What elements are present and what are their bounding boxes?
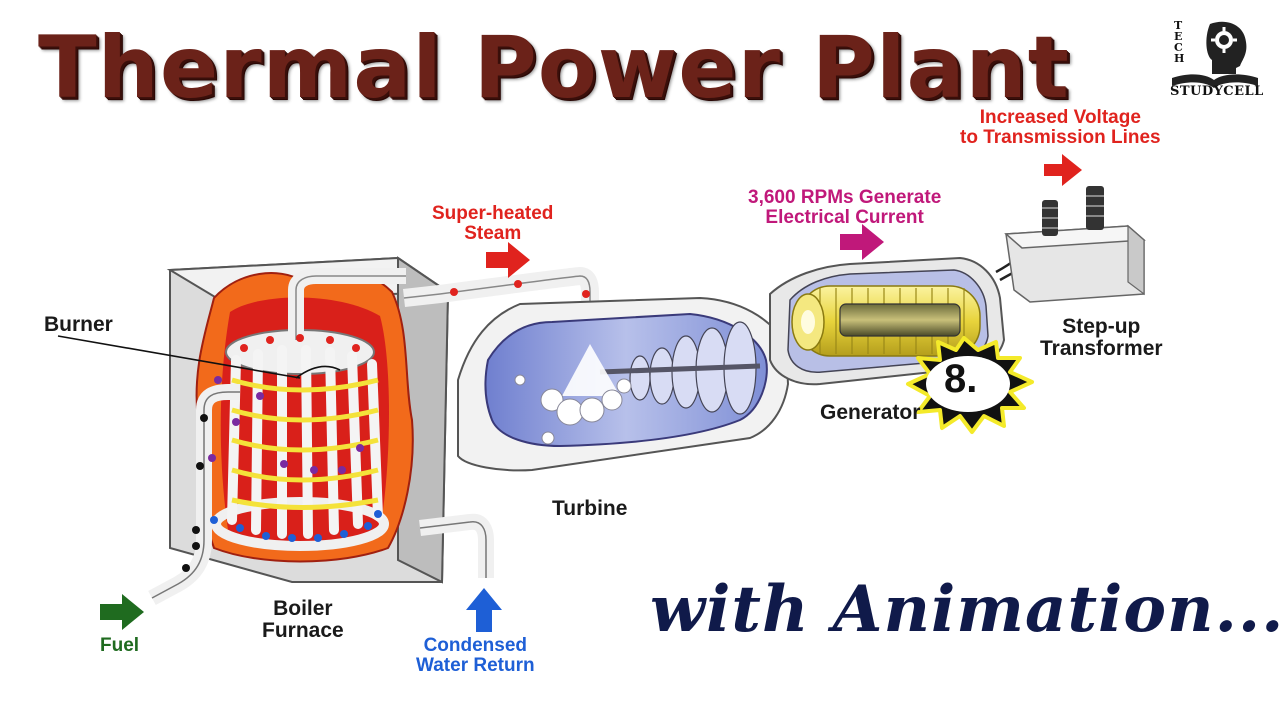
logo: TECH STUDYCELL: [1166, 16, 1264, 100]
label-turbine: Turbine: [552, 497, 628, 520]
boiler-furnace: [57, 256, 494, 606]
label-burner: Burner: [44, 313, 113, 336]
turbine: [457, 296, 790, 472]
label-condensed-water-return: Condensed Water Return: [416, 635, 535, 676]
label-super-heated-steam: Super-heated Steam: [432, 203, 554, 244]
condensed-water-arrow: [466, 588, 502, 632]
badge-text: 8.: [944, 357, 978, 401]
rpm-arrow: [840, 224, 884, 260]
label-boiler-furnace: Boiler Furnace: [262, 597, 344, 643]
badge-center: [926, 356, 1010, 412]
fuel-arrow: [100, 594, 144, 630]
label-increased-voltage: Increased Voltage to Transmission Lines: [960, 107, 1161, 148]
steam-arrow: [486, 242, 530, 278]
label-rpm-generate: 3,600 RPMs Generate Electrical Current: [748, 187, 942, 228]
logo-word-bottom: STUDYCELL: [1170, 84, 1264, 99]
step-up-transformer: [1004, 186, 1146, 303]
head-gear-book-icon: [1172, 21, 1258, 88]
page-title: Thermal Power Plant: [38, 18, 1070, 118]
label-fuel: Fuel: [100, 635, 140, 656]
logo-word-vertical: TECH: [1174, 19, 1185, 65]
label-step-up-transformer: Step-up Transformer: [1040, 315, 1163, 361]
page-subtitle: with Animation...: [650, 572, 1280, 647]
voltage-arrow: [1044, 154, 1082, 186]
label-generator: Generator: [820, 401, 921, 424]
